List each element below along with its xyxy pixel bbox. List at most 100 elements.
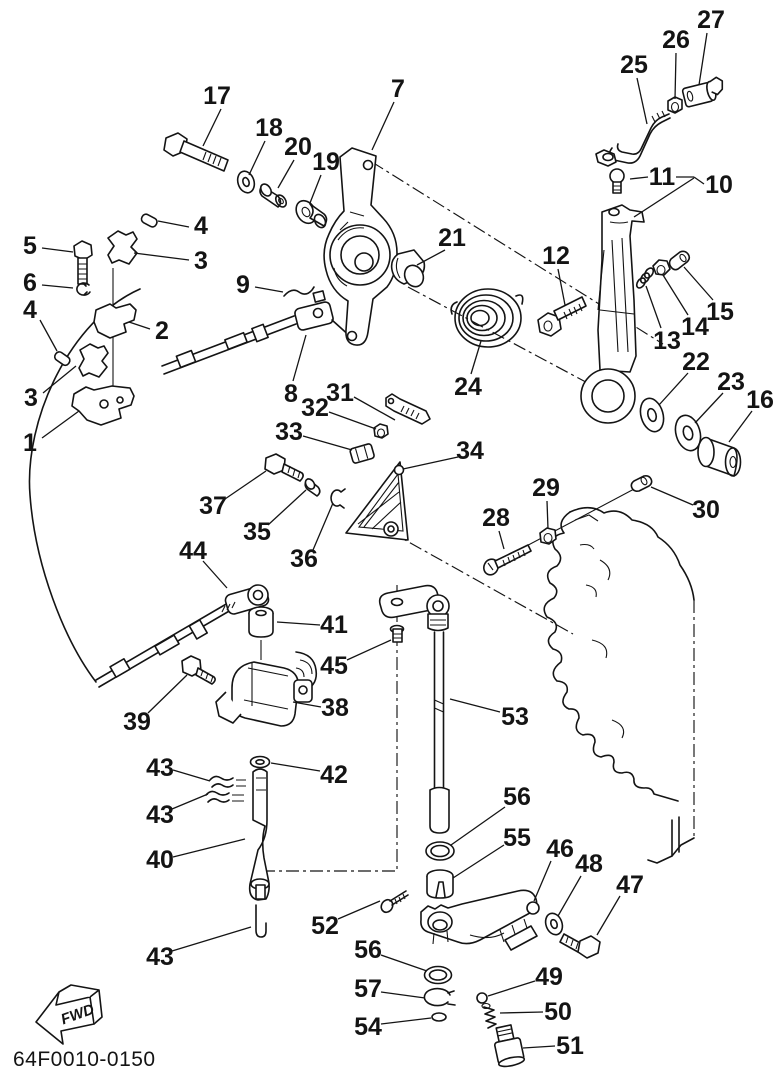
fwd-direction-arrow: FWD xyxy=(35,984,103,1045)
callout-45: 45 xyxy=(320,652,348,680)
leader-line-51-61 xyxy=(522,1045,556,1049)
callout-25: 25 xyxy=(620,51,648,79)
washer-56-lower xyxy=(423,965,453,985)
washer-42 xyxy=(249,755,271,769)
leader-line-56-51 xyxy=(450,806,506,846)
leader-line-10-9 xyxy=(633,177,695,218)
callout-9: 9 xyxy=(236,271,250,299)
clip-pin-43-bottom xyxy=(255,904,267,938)
cable-clamp-33 xyxy=(349,443,375,464)
leader-line-31-29 xyxy=(353,396,396,421)
bolt-12 xyxy=(537,296,587,337)
callout-13: 13 xyxy=(653,327,681,355)
leader-line-15-13 xyxy=(683,266,714,301)
callout-54: 54 xyxy=(354,1013,382,1041)
leader-line-26-6 xyxy=(674,52,677,100)
leader-line-6-20 xyxy=(41,284,74,289)
screw-52 xyxy=(380,890,409,914)
callout-31: 31 xyxy=(326,379,354,407)
leader-line-47-55 xyxy=(596,895,621,936)
callout-47: 47 xyxy=(616,871,644,899)
callout-43: 43 xyxy=(146,801,174,829)
bushing-41 xyxy=(248,606,274,660)
callout-6: 6 xyxy=(23,269,37,297)
callout-43: 43 xyxy=(146,754,174,782)
bolt-17 xyxy=(163,132,229,172)
bolt-47 xyxy=(559,933,601,959)
spring-13 xyxy=(635,267,655,289)
callout-5: 5 xyxy=(23,232,37,260)
callout-48: 48 xyxy=(575,850,603,878)
clip-43-lower xyxy=(205,790,244,803)
leader-line-55-52 xyxy=(452,844,505,879)
callout-20: 20 xyxy=(284,133,312,161)
diagram-caption: 64F0010-0150 xyxy=(13,1048,156,1071)
clamp-lever-46 xyxy=(420,889,540,951)
leader-line-3-22 xyxy=(133,252,190,261)
nut-29 xyxy=(539,527,557,545)
leader-line-28-36 xyxy=(498,530,505,550)
leader-line-14-12 xyxy=(662,274,689,316)
leader-line-45-41 xyxy=(346,639,392,661)
callout-18: 18 xyxy=(255,114,283,142)
leader-line-40-48 xyxy=(172,838,246,858)
callout-16: 16 xyxy=(746,386,774,414)
bushing-15 xyxy=(668,250,691,271)
leader-line-23-17 xyxy=(694,392,724,424)
leader-line-43-45 xyxy=(172,769,211,782)
leader-line-41-40 xyxy=(276,621,321,626)
leader-line-2-24 xyxy=(128,321,151,330)
leader-line-4-25 xyxy=(39,319,58,352)
adjust-link-31 xyxy=(385,393,431,425)
washer-18 xyxy=(236,170,256,194)
callout-35: 35 xyxy=(243,518,271,546)
washer-48 xyxy=(544,912,564,936)
cable-joint-8 xyxy=(294,290,353,339)
screw-28 xyxy=(483,544,532,576)
leader-line-24-15 xyxy=(470,340,482,375)
leader-line-10-9 xyxy=(693,176,705,185)
callout-57: 57 xyxy=(354,975,382,1003)
lever-bracket-38 xyxy=(215,651,318,727)
bolt-39 xyxy=(181,655,216,685)
link-rod-25 xyxy=(595,110,671,167)
leader-line-34-32 xyxy=(402,456,459,470)
callout-36: 36 xyxy=(290,545,318,573)
leader-line-33-31 xyxy=(302,435,353,451)
callout-46: 46 xyxy=(546,835,574,863)
leader-line-5-19 xyxy=(41,247,74,253)
callout-4: 4 xyxy=(23,296,37,324)
leader-line-20-2 xyxy=(277,159,295,189)
leader-line-42-44 xyxy=(270,762,321,772)
callout-28: 28 xyxy=(482,504,510,532)
detent-spring-50 xyxy=(481,1002,497,1029)
leader-line-22-16 xyxy=(658,372,689,406)
callout-50: 50 xyxy=(544,998,572,1026)
callout-8: 8 xyxy=(284,380,298,408)
detent-plunger-51 xyxy=(494,1024,526,1068)
callout-56: 56 xyxy=(503,783,531,811)
leader-line-21-14 xyxy=(416,249,446,266)
leader-line-48-54 xyxy=(557,875,582,917)
callout-24: 24 xyxy=(454,373,482,401)
leader-line-44-39 xyxy=(202,560,228,589)
leader-line-17-0 xyxy=(202,108,222,147)
callout-41: 41 xyxy=(320,611,348,639)
throttle-cable-assembly xyxy=(28,288,297,688)
callout-30: 30 xyxy=(692,496,720,524)
leader-line-16-18 xyxy=(728,410,753,443)
washer-22 xyxy=(639,397,665,433)
callout-49: 49 xyxy=(535,963,563,991)
shift-lever-40 xyxy=(248,768,270,901)
callout-55: 55 xyxy=(503,824,531,852)
callout-11: 11 xyxy=(649,163,676,191)
leader-line-30-38 xyxy=(650,486,694,506)
leader-line-9-23 xyxy=(254,286,284,293)
snap-ring-57 xyxy=(423,987,456,1007)
leader-line-39-43 xyxy=(147,674,188,714)
leader-line-36-35 xyxy=(312,502,334,551)
clamp-bracket-group xyxy=(53,213,158,426)
gusset-bracket-34 xyxy=(345,461,409,541)
